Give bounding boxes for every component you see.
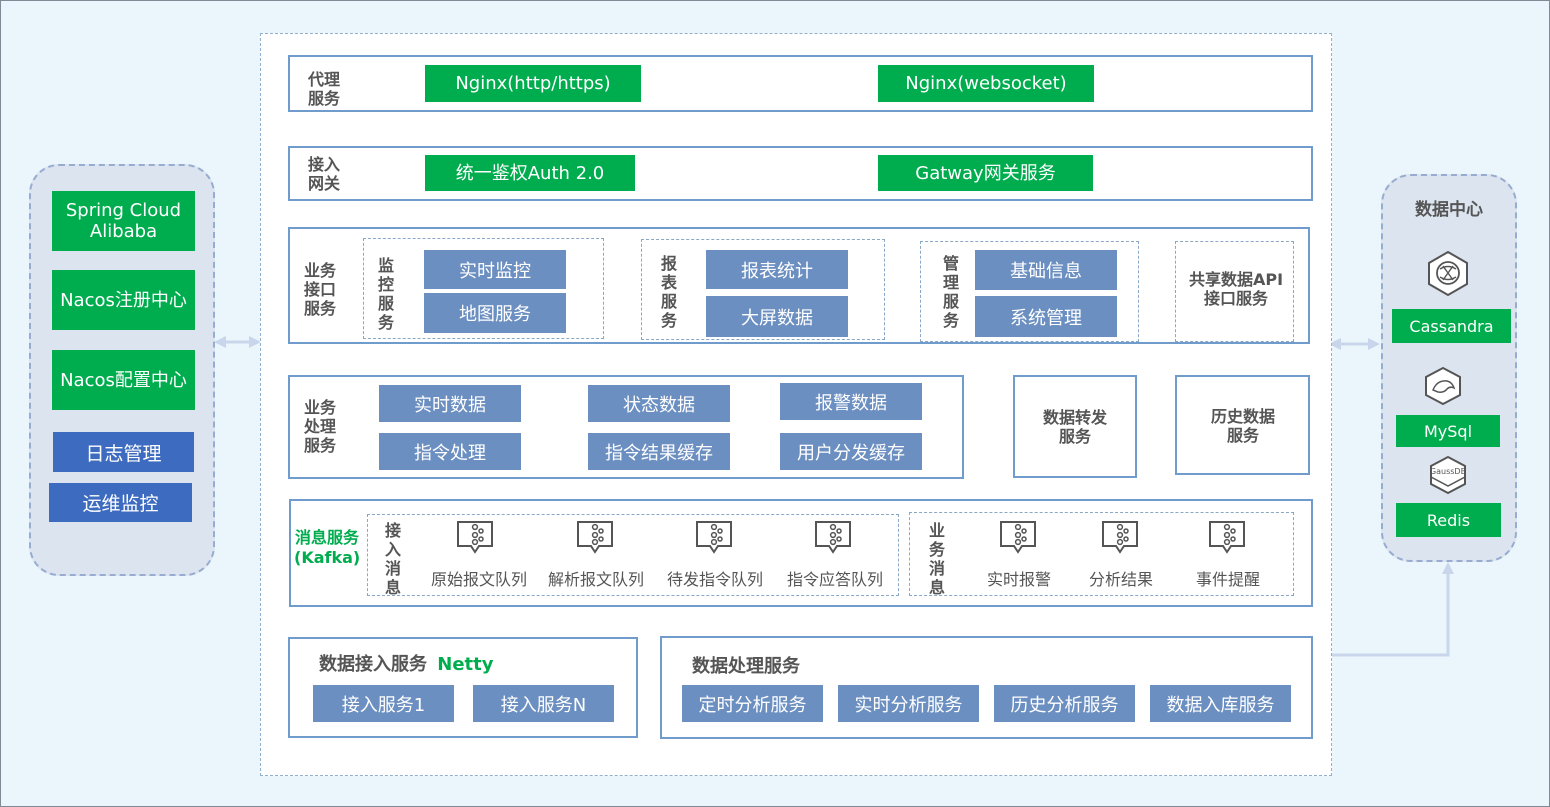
gaussdb-label: GaussDB <box>1429 467 1467 476</box>
queue-label: 解析报文队列 <box>547 570 644 589</box>
business-interface-label: 业务接口服务 <box>303 261 336 318</box>
system-manage-box: 系统管理 <box>975 296 1117 337</box>
map-service-box: 地图服务 <box>424 293 566 333</box>
kafka-queue-icon <box>1102 521 1138 554</box>
realtime-analysis-box: 实时分析服务 <box>838 685 979 722</box>
kafka-queue-icon <box>457 521 493 554</box>
user-dispatch-cache-box: 用户分发缓存 <box>780 433 922 470</box>
history-analysis-box: 历史分析服务 <box>994 685 1135 722</box>
access-message-label: 接入消息 <box>384 521 401 597</box>
queue-pending-command: 待发指令队列 <box>658 520 772 590</box>
history-data-label: 历史数据服务 <box>1211 407 1276 445</box>
report-stats-box: 报表统计 <box>706 250 848 289</box>
data-processing-title: 数据处理服务 <box>692 656 800 677</box>
queue-label: 原始报文队列 <box>430 570 527 589</box>
queue-parsed: 解析报文队列 <box>539 520 653 590</box>
cassandra-icon <box>1428 250 1468 296</box>
kafka-queue-icon <box>815 521 851 554</box>
queue-command-reply: 指令应答队列 <box>778 520 892 590</box>
gaussdb-icon <box>1430 455 1466 495</box>
kafka-queue-icon <box>696 521 732 554</box>
access-service-1-box: 接入服务1 <box>313 685 454 722</box>
queue-event-reminder: 事件提醒 <box>1189 520 1267 590</box>
data-center-title: 数据中心 <box>1415 200 1483 220</box>
queue-label: 实时报警 <box>986 570 1051 589</box>
big-screen-box: 大屏数据 <box>706 296 848 337</box>
kafka-queue-icon <box>577 521 613 554</box>
access-gateway-label: 接入网关 <box>307 155 340 193</box>
netty-label: Netty <box>437 654 494 675</box>
mysql-icon <box>1425 366 1461 406</box>
data-access-title-text: 数据接入服务 <box>319 654 427 675</box>
business-processing-label: 业务处理服务 <box>303 398 336 455</box>
spring-cloud-box: Spring Cloud Alibaba <box>52 191 195 251</box>
realtime-data-box: 实时数据 <box>379 385 521 422</box>
manage-service-label: 管理服务 <box>942 254 959 330</box>
gateway-box: Gatway网关服务 <box>878 155 1093 191</box>
log-management-box: 日志管理 <box>53 432 194 472</box>
proxy-label: 代理服务 <box>307 70 340 108</box>
queue-label: 待发指令队列 <box>666 570 763 589</box>
access-message-group <box>367 514 899 596</box>
ops-monitor-box: 运维监控 <box>49 483 192 522</box>
queue-label: 分析结果 <box>1088 570 1153 589</box>
realtime-monitor-box: 实时监控 <box>424 250 566 289</box>
nginx-websocket-box: Nginx(websocket) <box>878 65 1094 102</box>
data-forward-box <box>1013 375 1137 478</box>
shared-api-group <box>1175 241 1294 342</box>
queue-realtime-alarm: 实时报警 <box>980 520 1058 590</box>
kafka-label: 消息服务(Kafka) <box>294 528 361 567</box>
auth-box: 统一鉴权Auth 2.0 <box>425 155 635 191</box>
redis-box: Redis <box>1396 503 1501 537</box>
command-result-cache-box: 指令结果缓存 <box>588 433 730 470</box>
monitor-service-label: 监控服务 <box>377 256 394 332</box>
status-data-box: 状态数据 <box>588 385 730 422</box>
report-service-label: 报表服务 <box>660 254 677 330</box>
queue-raw: 原始报文队列 <box>422 520 536 590</box>
shared-api-label: 共享数据API接口服务 <box>1188 270 1284 308</box>
mysql-box: MySql <box>1396 415 1500 447</box>
history-data-box <box>1175 375 1310 475</box>
kafka-queue-icon <box>1209 521 1245 554</box>
business-message-label: 业务消息 <box>928 521 945 597</box>
nginx-http-box: Nginx(http/https) <box>425 65 641 102</box>
data-forward-label: 数据转发服务 <box>1043 408 1108 446</box>
queue-label: 事件提醒 <box>1195 570 1260 589</box>
data-access-title: 数据接入服务 Netty <box>319 650 494 676</box>
data-storage-box: 数据入库服务 <box>1150 685 1291 722</box>
command-process-box: 指令处理 <box>379 433 521 470</box>
base-info-box: 基础信息 <box>975 250 1117 290</box>
scheduled-analysis-box: 定时分析服务 <box>682 685 823 722</box>
queue-analysis-result: 分析结果 <box>1082 520 1160 590</box>
nacos-config-box: Nacos配置中心 <box>52 350 195 410</box>
alarm-data-box: 报警数据 <box>780 383 922 420</box>
queue-label: 指令应答队列 <box>786 570 883 589</box>
cassandra-box: Cassandra <box>1392 309 1511 343</box>
kafka-queue-icon <box>1000 521 1036 554</box>
access-service-n-box: 接入服务N <box>473 685 614 722</box>
data-center-panel <box>1381 174 1517 562</box>
nacos-registry-box: Nacos注册中心 <box>52 270 195 330</box>
